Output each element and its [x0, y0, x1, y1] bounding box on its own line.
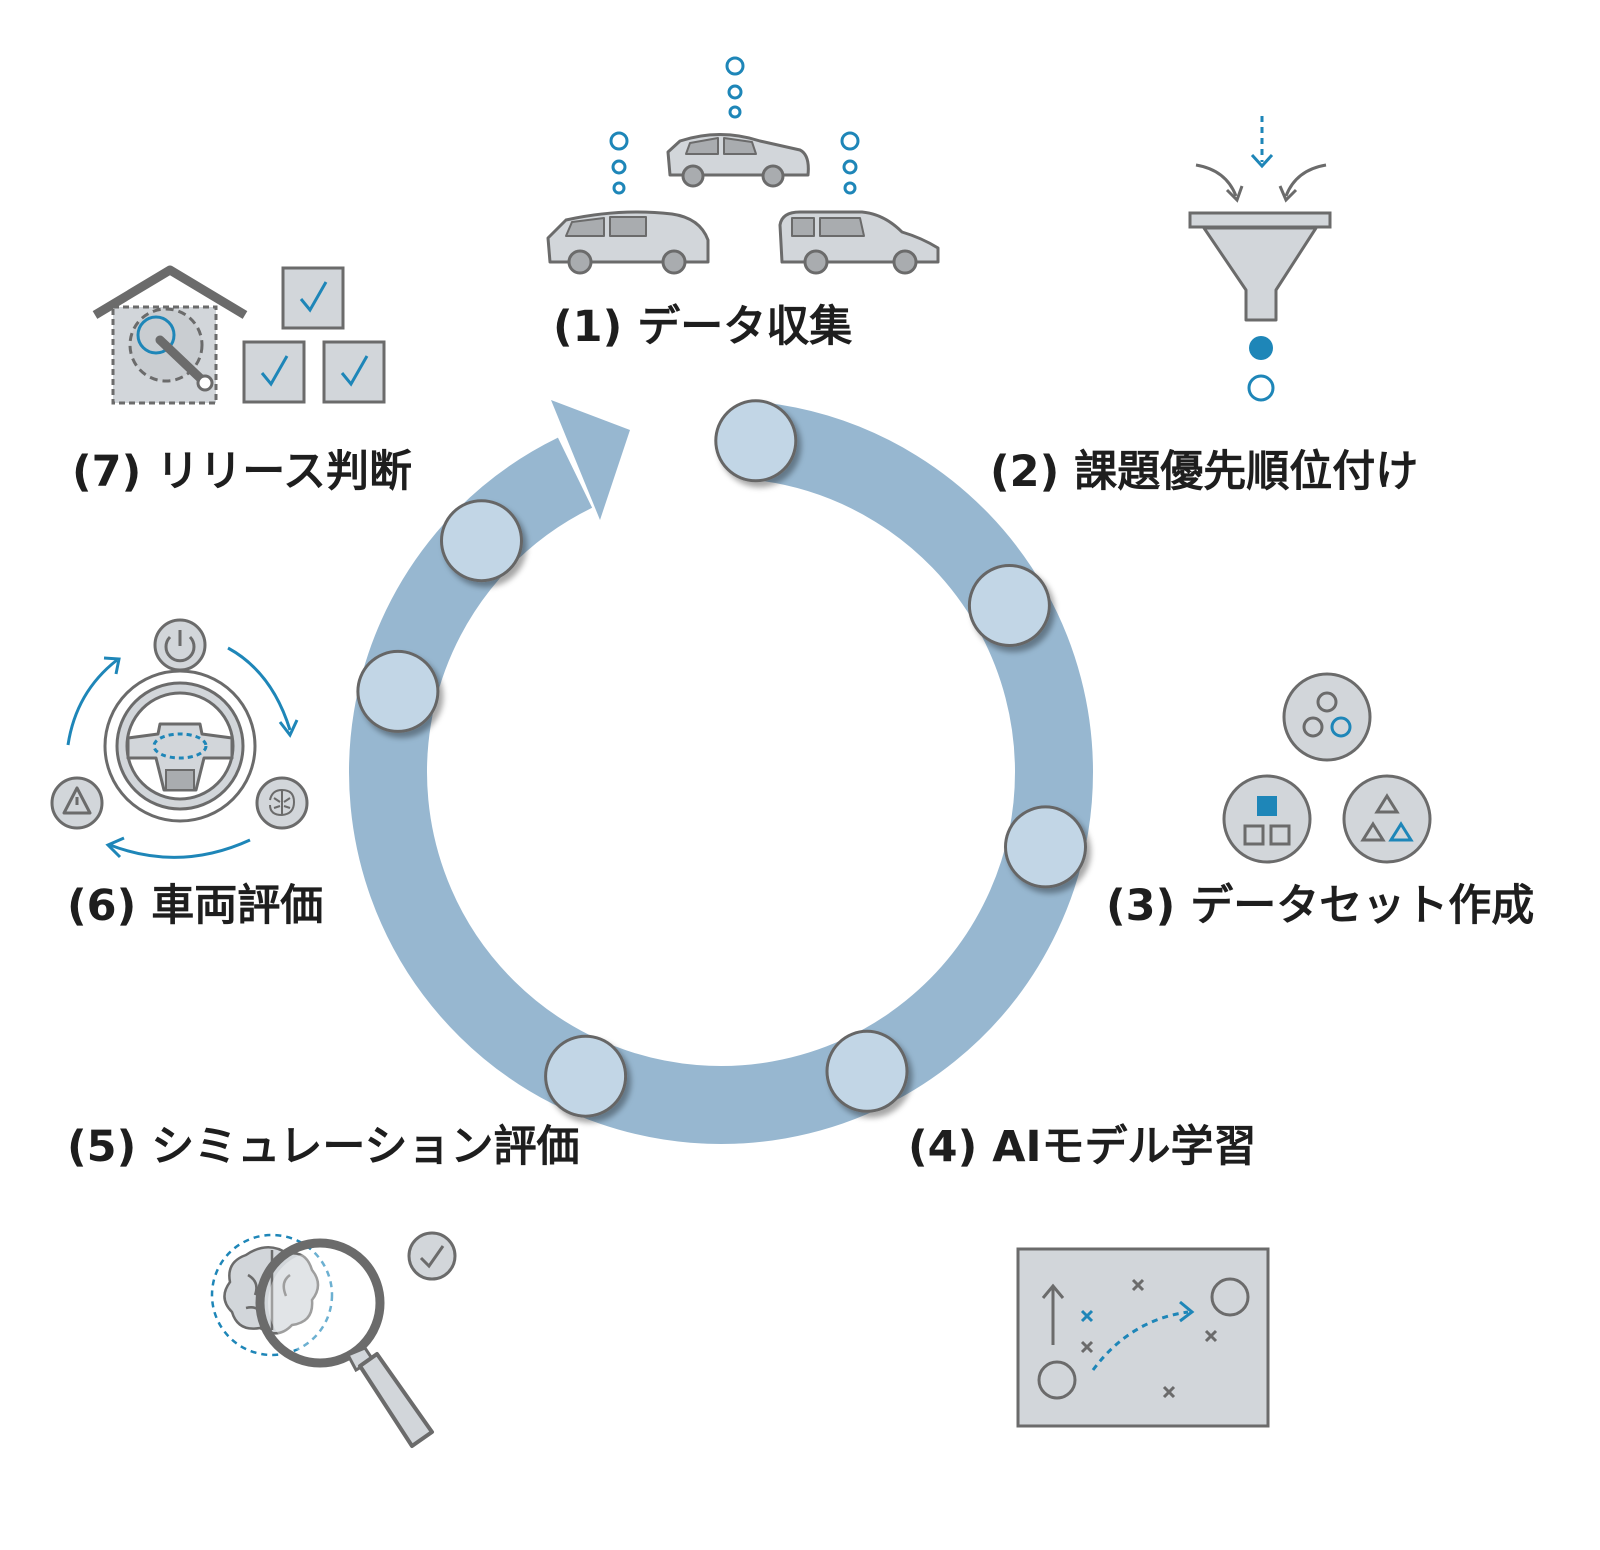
garage-checkboxes-icon — [92, 265, 386, 405]
step-node-7 — [440, 499, 523, 583]
step-nodes — [356, 399, 1087, 1118]
step-7-label: (7) リリース判断 — [72, 447, 413, 497]
cycle-arrowhead — [551, 400, 630, 520]
step-node-5 — [544, 1034, 628, 1118]
step-4-label: (4) AIモデル学習 — [908, 1122, 1257, 1172]
step-node-3 — [1004, 805, 1087, 889]
dataset-clusters-icon — [1222, 672, 1432, 864]
step-2-label: (2) 課題優先順位付け — [990, 447, 1419, 497]
step-node-4 — [825, 1029, 909, 1113]
steering-wheel-cycle-icon — [50, 618, 309, 859]
training-map-icon — [1016, 1247, 1270, 1428]
step-node-2 — [967, 564, 1051, 647]
cars-data-collection-icon — [546, 56, 940, 275]
step-3-label: (3) データセット作成 — [1106, 881, 1535, 931]
step-1-label: (1) データ収集 — [553, 302, 853, 352]
step-node-1 — [714, 399, 798, 483]
funnel-prioritization-icon — [1188, 116, 1332, 402]
step-5-label: (5) シミュレーション評価 — [67, 1122, 580, 1172]
step-6-label: (6) 車両評価 — [67, 881, 324, 931]
magnifier-brain-icon — [210, 1231, 457, 1448]
step-node-6 — [356, 649, 440, 733]
